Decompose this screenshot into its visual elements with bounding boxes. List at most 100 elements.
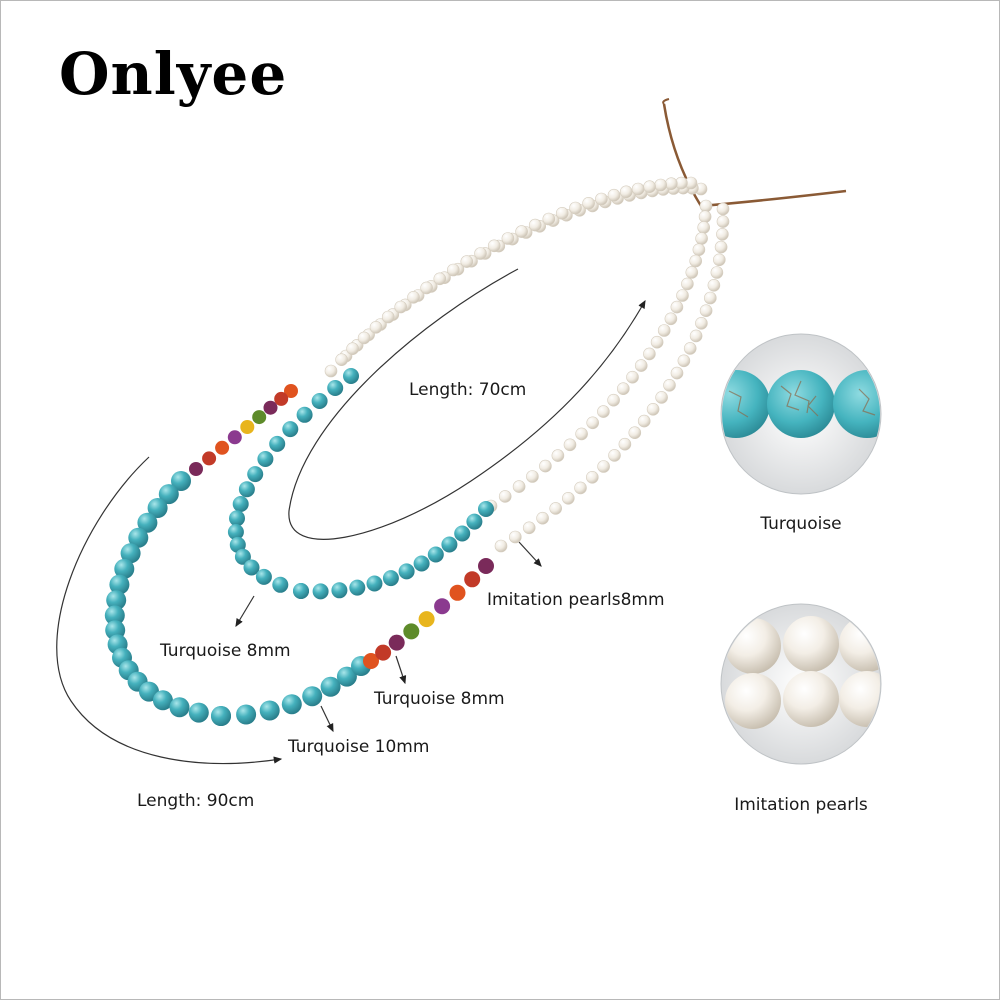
turquoise-inner-label: Turquoise 8mm	[160, 641, 291, 661]
pearl-bead	[703, 291, 717, 305]
swatch-pearls-label: Imitation pearls	[734, 795, 868, 815]
turquoise-bead	[238, 481, 255, 498]
turquoise-bead	[331, 582, 348, 599]
pearl-bead	[569, 201, 582, 215]
pearl-bead	[631, 182, 645, 196]
turquoise-bead	[114, 558, 135, 579]
turquoise-bead	[147, 498, 168, 518]
pearl-bead	[683, 342, 697, 355]
turquoise-bead	[296, 406, 313, 423]
pearl-bead	[335, 353, 348, 367]
accent-bead	[227, 430, 242, 445]
turquoise-bead	[413, 555, 430, 572]
pearl-bead	[618, 437, 632, 451]
accent-bead	[403, 623, 420, 640]
pearl-bead	[619, 185, 633, 199]
pearl-bead	[646, 402, 660, 416]
turquoise-bead	[171, 471, 191, 491]
pearl-bead	[643, 180, 656, 193]
pearl-bead	[512, 480, 526, 493]
turquoise-bead	[281, 694, 302, 715]
pearl-bead	[561, 491, 575, 505]
pearl-bead	[616, 382, 630, 396]
pearl-bead	[698, 210, 712, 223]
turquoise-bead	[311, 393, 328, 409]
pearl-bead	[487, 239, 501, 253]
pearl-bead	[324, 364, 338, 378]
pearl-bead	[695, 316, 708, 330]
pearl-bead	[501, 232, 515, 245]
pearl-bead	[654, 178, 668, 192]
accent-bead	[240, 420, 255, 434]
pearl-bead	[634, 359, 648, 372]
pearl-bead	[586, 416, 600, 430]
pearl-bead	[716, 202, 730, 216]
pointer-turquoise-outer	[320, 705, 334, 733]
pearl-bead	[626, 370, 639, 384]
pearls-size-label: Imitation pearls8mm	[487, 590, 665, 610]
pearl-bead	[699, 199, 713, 213]
swatch-pearls	[720, 603, 882, 765]
pearl-bead	[699, 304, 713, 318]
turquoise-bead	[302, 686, 323, 707]
pearl-bead	[689, 329, 703, 343]
turquoise-bead	[312, 583, 329, 600]
pearl-bead	[712, 253, 726, 267]
accent-bead	[363, 653, 379, 669]
turquoise-bead	[269, 435, 286, 452]
pearl-bead	[494, 539, 508, 553]
pearl-bead	[607, 393, 620, 407]
swatch-turquoise	[720, 333, 882, 495]
turquoise-bead	[188, 702, 209, 723]
pearl-bead	[716, 215, 730, 228]
pearl-bead	[692, 243, 706, 256]
pearl-bead	[595, 192, 608, 206]
pearl-bead	[597, 405, 610, 418]
turquoise-bead	[232, 496, 249, 512]
pearl-bead	[433, 272, 447, 286]
pearl-bead	[689, 254, 703, 268]
accent-bead	[252, 410, 267, 425]
accent-bead	[375, 644, 392, 661]
pearl-bead	[597, 460, 610, 473]
pearl-bead	[522, 521, 536, 535]
pearl-bead	[498, 490, 512, 503]
turquoise-bead	[441, 536, 458, 553]
turquoise-bead	[169, 697, 190, 718]
pearl-bead	[710, 266, 724, 279]
turquoise-bead	[234, 548, 251, 565]
accent-bead	[434, 598, 451, 615]
pearl-bead	[607, 188, 621, 202]
turquoise-bead	[247, 466, 264, 483]
length-label-outer: Length: 90cm	[137, 791, 255, 811]
turquoise-bead	[259, 700, 280, 721]
accent-bead	[202, 451, 217, 466]
turquoise-bead	[255, 568, 272, 585]
pearl-bead	[637, 414, 651, 428]
pearl-bead	[664, 312, 678, 326]
turquoise-bead	[211, 706, 231, 726]
turquoise-bead	[272, 576, 289, 593]
pearl-bead	[707, 278, 721, 292]
pearl-bead	[670, 366, 684, 380]
pearl-bead	[574, 481, 587, 495]
accent-bead	[284, 384, 298, 398]
pearl-bead	[670, 300, 684, 314]
pearl-bead	[716, 228, 729, 241]
pearl-bead	[526, 470, 539, 483]
turquoise-mid-label: Turquoise 8mm	[374, 689, 505, 709]
pearl-bead	[608, 449, 621, 462]
pearl-bead	[650, 335, 664, 349]
accent-bead	[189, 462, 203, 476]
length-guide-outer	[56, 456, 283, 765]
turquoise-bead	[128, 527, 149, 548]
pearl-bead	[714, 240, 728, 254]
turquoise-bead	[349, 579, 366, 596]
pearl-bead	[585, 470, 599, 484]
turquoise-bead	[106, 590, 127, 611]
brand-logo: Onlyee	[59, 40, 288, 108]
pearl-bead	[407, 290, 420, 304]
pearl-bead	[695, 232, 708, 245]
